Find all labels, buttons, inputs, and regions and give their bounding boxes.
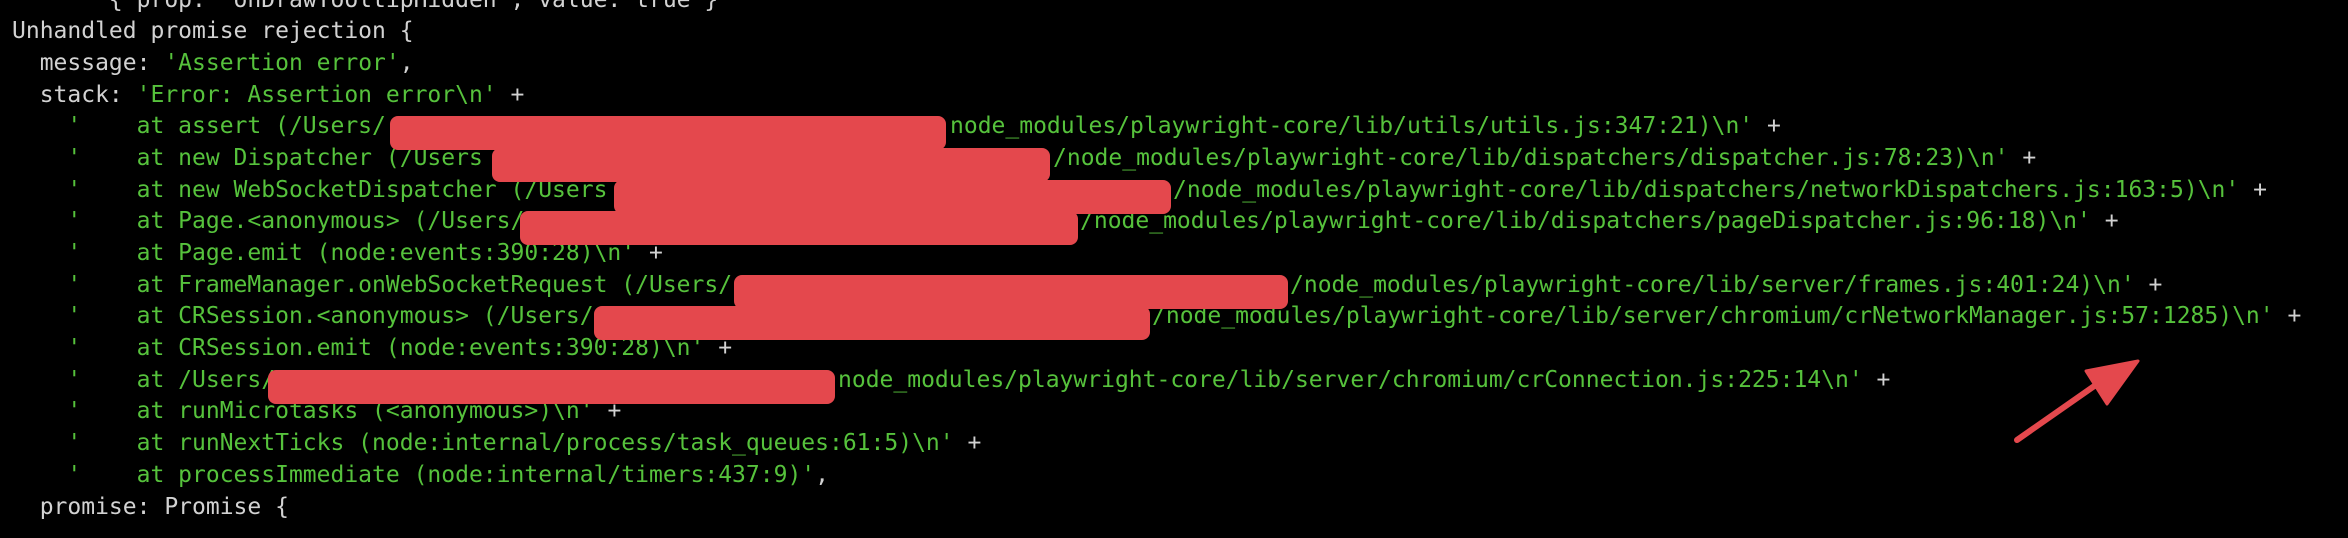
string-text: ' at processImmediate (node:internal/tim… [12, 461, 816, 488]
string-text: node_modules/playwright-core/lib/utils/u… [950, 113, 1754, 140]
string-text: 'Error: Assertion error\n' [136, 81, 497, 108]
stack-frame-line: ' at runNextTicks (node:internal/process… [12, 428, 981, 460]
plain-text: message: [12, 49, 165, 76]
redaction-box [614, 179, 1171, 214]
stack-frame-line: ' at new Dispatcher (/Users/node_modules… [12, 143, 2036, 182]
log-line: promise: Promise { [12, 492, 981, 524]
redaction-box [734, 274, 1288, 309]
string-text: /node_modules/playwright-core/lib/dispat… [1080, 208, 2091, 235]
plain-text: stack: [12, 81, 137, 108]
stack-frame-line: ' at processImmediate (node:internal/tim… [12, 460, 981, 492]
string-text: ' at FrameManager.onWebSocketRequest (/U… [12, 271, 733, 298]
string-text: /node_modules/playwright-core/lib/dispat… [1173, 176, 2240, 203]
plain-text: , [815, 461, 829, 488]
plain-text: + [704, 335, 733, 362]
plain-text: + [2273, 303, 2302, 330]
stack-frame-line: ' at Page.<anonymous> (/Users/ /node_modu… [12, 206, 2119, 246]
plain-text: + [593, 398, 622, 425]
stack-frame-line: ' at assert (/Users/node_modules/playwri… [12, 111, 1781, 151]
path-suffix: /node_modules/playwright-core/lib/dispat… [1053, 143, 2036, 175]
stack-frame-line: ' at runMicrotasks (<anonymous>)\n' + [12, 396, 981, 428]
redaction-box [520, 211, 1078, 246]
stack-frame-line: ' at new WebSocketDispatcher (/Users/nod… [12, 175, 2267, 214]
string-text: ' at runNextTicks (node:internal/process… [12, 430, 954, 457]
string-text: ' at assert (/Users/ [12, 113, 386, 140]
string-text: ' at /Users/ [12, 366, 276, 393]
log-line: { prop: 'onDrawTooltipHidden', value: tr… [12, 0, 981, 16]
redaction-box [390, 116, 946, 151]
stack-frame-line: ' at CRSession.<anonymous> (/Users/ /node… [12, 301, 2301, 341]
redaction-box [268, 369, 835, 404]
plain-text: + [1753, 113, 1781, 140]
redaction-box [594, 306, 1150, 341]
path-suffix: /node_modules/playwright-core/lib/dispat… [1173, 175, 2267, 207]
plain-text: { prop: 'onDrawTooltipHidden', value: tr… [12, 0, 718, 13]
string-text: node_modules/playwright-core/lib/server/… [838, 366, 1863, 393]
stack-frame-line: ' at /Users/node_modules/playwright-core… [12, 365, 1890, 404]
path-suffix: node_modules/playwright-core/lib/server/… [838, 365, 1890, 397]
terminal-output: { prop: 'onDrawTooltipHidden', value: tr… [12, 0, 2301, 524]
path-suffix: /node_modules/playwright-core/lib/dispat… [1080, 206, 2119, 238]
path-suffix: node_modules/playwright-core/lib/utils/u… [950, 111, 1781, 143]
plain-text: + [953, 430, 982, 457]
string-text: /node_modules/playwright-core/lib/server… [1290, 271, 2135, 298]
string-text: 'Assertion error' [164, 49, 400, 76]
log-line: message: 'Assertion error', [12, 48, 981, 80]
plain-text: + [1862, 366, 1891, 393]
plain-text: + [2008, 144, 2037, 171]
plain-text: + [496, 81, 525, 108]
path-suffix: /node_modules/playwright-core/lib/server… [1152, 301, 2301, 333]
plain-text: + [635, 240, 663, 266]
log-line: Unhandled promise rejection { [12, 16, 981, 48]
plain-text: , [399, 49, 414, 76]
path-suffix: /node_modules/playwright-core/lib/server… [1290, 270, 2162, 302]
string-text: /node_modules/playwright-core/lib/server… [1152, 303, 2274, 330]
string-text: /node_modules/playwright-core/lib/dispat… [1053, 144, 2009, 171]
string-text: ' at CRSession.<anonymous> (/Users/ [12, 303, 594, 330]
string-text: ' at Page.emit (node:events:390:28)\n' [12, 240, 636, 266]
plain-text: promise: Promise { [12, 493, 289, 520]
log-line: stack: 'Error: Assertion error\n' + [12, 80, 981, 112]
plain-text: + [2134, 271, 2163, 298]
redaction-box [492, 147, 1050, 182]
plain-text: + [2239, 176, 2267, 203]
plain-text: Unhandled promise rejection { [12, 18, 414, 45]
stack-frame-line: ' at Page.emit (node:events:390:28)\n' + [12, 238, 981, 270]
string-text: ' at new Dispatcher (/Users [12, 144, 483, 171]
string-text: ' at Page.<anonymous> (/Users/ [12, 208, 525, 235]
plain-text: + [2090, 208, 2119, 235]
stack-frame-line: ' at FrameManager.onWebSocketRequest (/U… [12, 270, 2162, 309]
